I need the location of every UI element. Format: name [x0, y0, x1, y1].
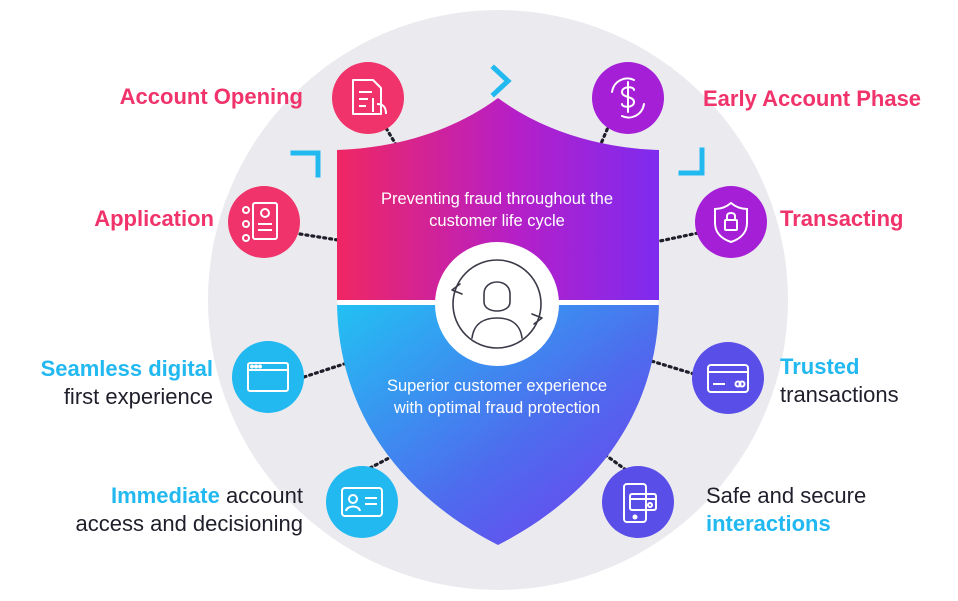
label-account-opening: Account Opening [119, 84, 303, 109]
node-safe-interactions [602, 466, 674, 538]
node-early-account-phase [592, 62, 664, 134]
label-trusted-rest: transactions [780, 382, 899, 407]
node-seamless-digital [232, 341, 304, 413]
dollar-cycle-icon [611, 77, 645, 119]
id-card-icon [341, 487, 383, 517]
shield-lock-icon [714, 201, 748, 244]
document-touch-icon [352, 79, 387, 115]
label-immediate-strong: Immediate [110, 483, 220, 508]
browser-window-icon [247, 362, 289, 392]
shield-top-text: Preventing fraud throughout the customer… [380, 190, 614, 230]
node-transacting [695, 186, 767, 258]
node-trusted-transactions [692, 342, 764, 414]
corner-bracket-right-icon [678, 147, 705, 176]
label-application: Application [94, 206, 214, 231]
phone-card-icon [623, 483, 657, 523]
label-transacting: Transacting [780, 206, 904, 231]
connector-trusted [646, 358, 696, 376]
label-trusted-strong: Trusted [780, 354, 860, 379]
connector-seamless [302, 360, 352, 379]
shield-bottom-text: Superior customer experience with optima… [386, 377, 608, 417]
corner-bracket-left-icon [290, 150, 321, 178]
credit-card-icon [707, 364, 749, 393]
label-seamless-strong: Seamless digital [40, 356, 213, 381]
node-immediate-access [326, 466, 398, 538]
label-immediate-access: Immediate account access and decisioning [76, 482, 303, 538]
node-application [228, 186, 300, 258]
label-trusted-transactions: Trusted transactions [780, 353, 899, 409]
label-immediate-rest-1: account [225, 483, 303, 508]
label-seamless-rest: first experience [63, 384, 213, 409]
label-safe-strong: interactions [706, 511, 831, 536]
connector-application [298, 232, 340, 242]
decor-brackets [290, 64, 705, 178]
label-early-account-phase: Early Account Phase [703, 86, 922, 111]
label-immediate-rest-2: access and decisioning [75, 511, 303, 536]
user-cycle-icon [451, 259, 543, 349]
chevron-right-icon [490, 64, 512, 98]
connector-transacting [658, 231, 700, 243]
node-account-opening [332, 62, 404, 134]
label-safe-rest: Safe and secure [706, 483, 867, 508]
label-safe-interactions: Safe and secure interactions [706, 482, 866, 538]
label-seamless-digital: Seamless digital first experience [41, 355, 213, 411]
resume-form-icon [242, 202, 278, 242]
